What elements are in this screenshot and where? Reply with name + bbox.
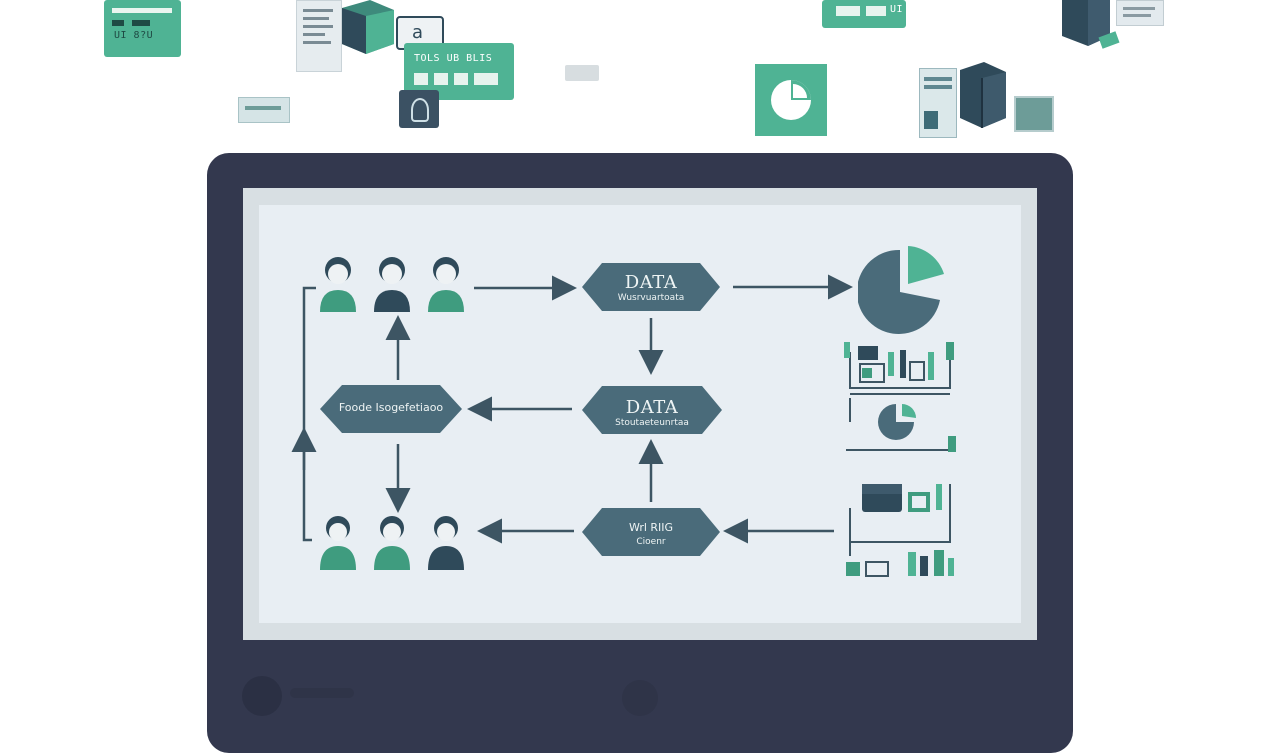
node-left-title: Foode Isogefetiaoo — [338, 401, 444, 414]
node-bottom: Wrl RIIG Cioenr — [582, 508, 720, 556]
node-data-top-subtitle: Wusrvuartoata — [617, 293, 685, 303]
floating-list-icon — [1116, 0, 1164, 26]
user-avatar-icon — [320, 257, 356, 312]
floating-pie-chart-icon — [755, 64, 827, 136]
node-data-mid-title: DATA — [625, 397, 679, 418]
pie-chart-icon — [858, 246, 944, 334]
loop-line — [302, 286, 316, 542]
laptop-speaker — [290, 688, 354, 698]
floating-monitor-icon — [238, 97, 290, 123]
diagram-connectors — [291, 274, 853, 544]
laptop-logo — [622, 680, 658, 716]
floating-app-icon — [399, 90, 439, 128]
floating-document-icon — [296, 0, 342, 72]
floating-toolbar-icon: UI — [822, 0, 906, 28]
laptop-power-button — [242, 676, 282, 716]
floating-small-tile-icon — [1014, 96, 1054, 132]
floating-card-label: UI 8?U — [114, 30, 154, 41]
floating-box-icon — [960, 62, 1006, 128]
dashboard-icon — [844, 342, 956, 452]
node-data-top-title: DATA — [624, 272, 678, 293]
floating-pill-icon — [565, 65, 599, 81]
node-data-top: DATA Wusrvuartoata — [582, 263, 720, 311]
floating-tools-label: TOLS UB BLIS — [414, 53, 493, 64]
node-data-mid-subtitle: Stoutaeteunrtaa — [615, 418, 689, 428]
user-avatar-icon — [320, 516, 356, 570]
users-icon — [320, 516, 464, 570]
node-left: Foode Isogefetiaoo — [320, 385, 462, 433]
node-bottom-title: Wrl RIIG — [628, 521, 674, 534]
floating-toolbar-label: UI — [890, 4, 904, 15]
floating-server-icon — [342, 0, 394, 54]
floating-data-card-icon: UI 8?U — [104, 0, 181, 57]
node-bottom-subtitle: Cioenr — [636, 537, 666, 547]
user-avatar-icon — [374, 257, 410, 312]
floating-tools-card-icon: TOLS UB BLIS — [404, 43, 514, 100]
user-avatar-icon — [374, 516, 410, 570]
node-data-mid: DATA Stoutaeteunrtaa — [582, 386, 722, 434]
user-avatar-icon — [428, 257, 464, 312]
floating-clipboard-icon — [919, 68, 957, 138]
users-icon — [320, 257, 464, 312]
server-dashboard-icon — [846, 484, 954, 577]
user-avatar-icon — [428, 516, 464, 570]
